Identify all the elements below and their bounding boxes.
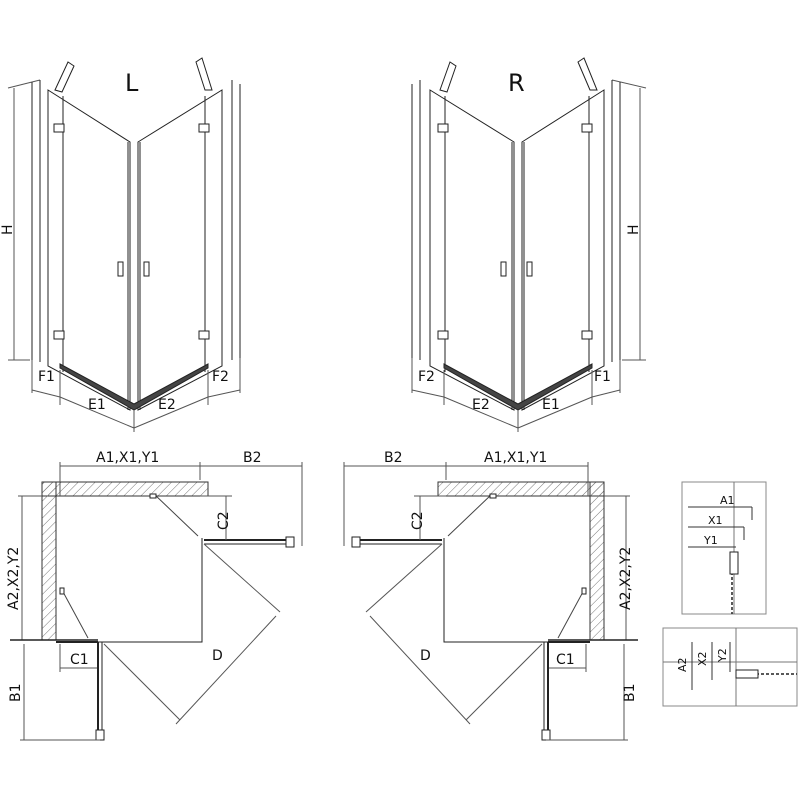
elevation-right-height-label: H (626, 224, 642, 235)
plan-left-d-label: D (212, 648, 223, 664)
elevation-left-height-label: H (0, 224, 16, 235)
plan-left-c2-label: C2 (216, 511, 232, 530)
detail-top: A1 X1 Y1 (681, 481, 767, 615)
plan-left-width-label: A1,X1,Y1 (96, 450, 159, 466)
detail-bottom-label-0: A2 (676, 657, 689, 672)
detail-bottom: A2 X2 Y2 (662, 627, 798, 707)
detail-top-frame (681, 481, 767, 615)
elevation-right-title: R (508, 69, 525, 97)
plan-right-b2-label: B2 (384, 450, 403, 466)
elevation-left-label-3: F2 (212, 369, 229, 385)
elevation-right-label-2: E1 (542, 397, 560, 413)
elevation-right: R H F2 E2 E1 F1 (411, 57, 647, 432)
plan-left-wall-side (41, 481, 57, 641)
plan-right: A1,X1,Y1 B2 C2 A2,X2,Y2 C1 B1 D (343, 450, 638, 741)
elevation-right-label-3: F1 (594, 369, 611, 385)
elevation-right-label-1: E2 (472, 397, 490, 413)
plan-right-depth-label: A2,X2,Y2 (618, 547, 634, 610)
plan-right-c2-label: C2 (410, 511, 426, 530)
plan-left-c1-label: C1 (70, 652, 89, 668)
detail-bottom-label-1: X2 (696, 651, 709, 666)
elevation-left-label-1: E1 (88, 397, 106, 413)
elevation-left-title: L (125, 69, 139, 97)
elevation-left-label-2: E2 (158, 397, 176, 413)
elevation-left-label-0: F1 (38, 369, 55, 385)
detail-top-label-0: A1 (720, 494, 735, 507)
elevation-left: L H (0, 57, 241, 432)
plan-right-c1-label: C1 (556, 652, 575, 668)
detail-bottom-label-2: Y2 (716, 648, 729, 663)
plan-right-b1-label: B1 (622, 683, 638, 702)
plan-left-b2-label: B2 (243, 450, 262, 466)
plan-right-wall-top (437, 481, 605, 497)
detail-top-label-2: Y1 (703, 534, 718, 547)
plan-right-d-label: D (420, 648, 431, 664)
elevation-right-label-0: F2 (418, 369, 435, 385)
detail-bottom-frame (662, 627, 798, 707)
plan-left-depth-label: A2,X2,Y2 (6, 547, 22, 610)
plan-left: A1,X1,Y1 B2 C2 A2,X2,Y2 C1 B1 (6, 450, 303, 741)
plan-left-wall-top (41, 481, 209, 497)
plan-right-width-label: A1,X1,Y1 (484, 450, 547, 466)
plan-left-b1-label: B1 (8, 683, 24, 702)
plan-right-wall-side (589, 481, 605, 641)
detail-top-label-1: X1 (708, 514, 723, 527)
